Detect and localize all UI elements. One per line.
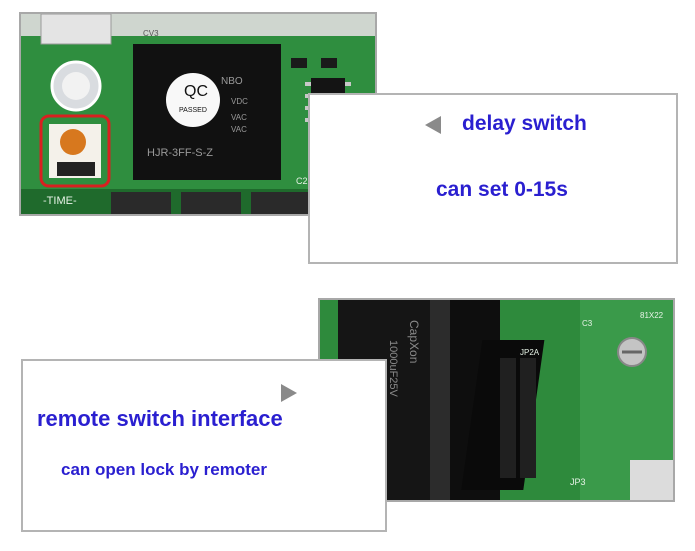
svg-text:-TIME-: -TIME- bbox=[43, 195, 77, 207]
svg-text:VDC: VDC bbox=[231, 97, 248, 106]
svg-text:1000uF25V: 1000uF25V bbox=[387, 340, 399, 398]
svg-text:C21: C21 bbox=[296, 176, 313, 186]
remote-switch-detail: can open lock by remoter bbox=[61, 460, 267, 479]
triangle-right-icon bbox=[281, 384, 297, 402]
svg-text:CV3: CV3 bbox=[143, 29, 159, 38]
remote-interface-photo: CapXon 1000uF25V 81X22 C3 JP2A JP3 bbox=[318, 298, 675, 502]
delay-switch-callout bbox=[308, 93, 678, 264]
svg-text:HJR-3FF-S-Z: HJR-3FF-S-Z bbox=[147, 147, 213, 159]
svg-text:81X22: 81X22 bbox=[640, 311, 664, 320]
triangle-left-icon bbox=[425, 116, 441, 134]
delay-range-text: can set 0-15s bbox=[436, 178, 568, 201]
svg-text:QC: QC bbox=[184, 83, 208, 100]
svg-text:JP2A: JP2A bbox=[520, 348, 540, 357]
svg-text:CapXon: CapXon bbox=[407, 320, 421, 363]
remote-switch-title: remote switch interface bbox=[37, 406, 283, 431]
delay-switch-title: delay switch bbox=[462, 112, 587, 135]
remote-switch-callout bbox=[21, 359, 387, 532]
svg-text:C3: C3 bbox=[582, 319, 593, 328]
svg-text:VAC: VAC bbox=[231, 113, 247, 122]
svg-text:JP3: JP3 bbox=[570, 477, 586, 487]
svg-text:VAC: VAC bbox=[231, 125, 247, 134]
svg-text:NBO: NBO bbox=[221, 76, 243, 87]
svg-text:PASSED: PASSED bbox=[179, 107, 207, 114]
remote-interface-image: CapXon 1000uF25V 81X22 C3 JP2A JP3 bbox=[320, 300, 673, 500]
